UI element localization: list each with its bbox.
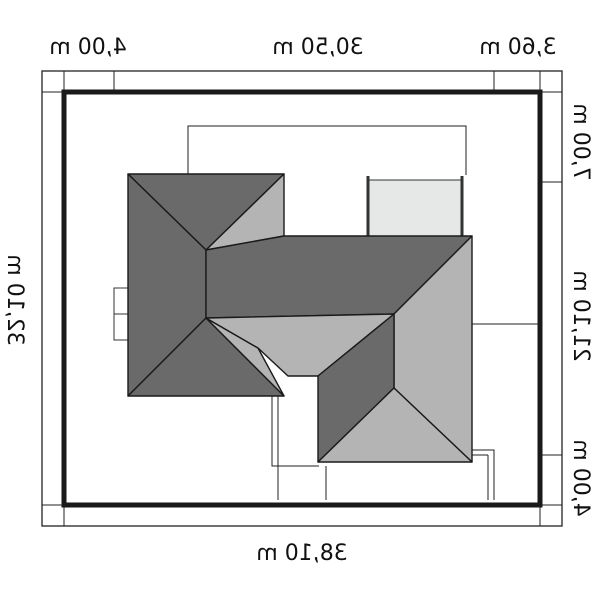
lower-walls [271, 395, 495, 500]
dim-right-middle: 21,10 m [568, 270, 593, 361]
dim-bottom: 38,10 m [256, 541, 347, 566]
terrace [367, 179, 463, 241]
dim-top-right: 3,60 m [479, 35, 556, 60]
roof-east-south [317, 387, 473, 463]
roof-central-south [205, 313, 395, 377]
dim-right-top: 7,00 m [568, 103, 593, 180]
roof [127, 173, 473, 463]
dim-top-left: 4,00 m [49, 35, 126, 60]
plot-boundary [61, 89, 543, 508]
dim-left: 32,10 m [2, 254, 27, 345]
building-line-top [187, 125, 467, 175]
dim-right-bottom: 4,00 m [568, 439, 593, 516]
dim-top-middle: 30,50 m [272, 35, 363, 60]
